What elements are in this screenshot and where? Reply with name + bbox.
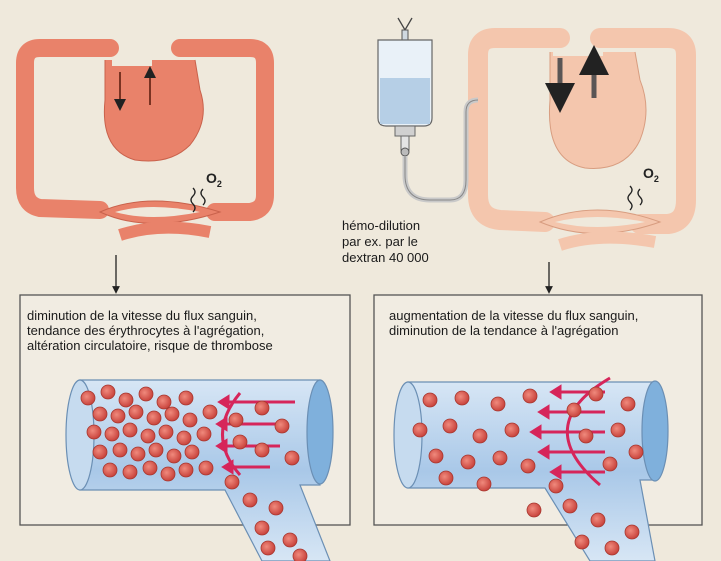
erythrocyte — [563, 499, 577, 513]
erythrocyte — [611, 423, 625, 437]
erythrocyte — [621, 397, 635, 411]
erythrocyte — [199, 461, 213, 475]
erythrocyte — [293, 549, 307, 561]
erythrocyte — [505, 423, 519, 437]
erythrocyte — [179, 391, 193, 405]
left-o2-label: O2 — [206, 170, 222, 189]
erythrocyte — [423, 393, 437, 407]
erythrocyte — [549, 479, 563, 493]
erythrocyte — [123, 465, 137, 479]
erythrocyte — [147, 411, 161, 425]
erythrocyte — [105, 427, 119, 441]
right-o2-label: O2 — [643, 165, 659, 184]
erythrocyte — [161, 467, 175, 481]
erythrocyte — [123, 423, 137, 437]
erythrocyte — [177, 431, 191, 445]
left-caption-line: diminution de la vitesse du flux sanguin… — [27, 308, 273, 323]
erythrocyte — [129, 405, 143, 419]
erythrocyte — [527, 503, 541, 517]
erythrocyte — [477, 477, 491, 491]
erythrocyte — [113, 443, 127, 457]
erythrocyte — [429, 449, 443, 463]
erythrocyte — [625, 525, 639, 539]
erythrocyte — [87, 425, 101, 439]
erythrocyte — [203, 405, 217, 419]
erythrocyte — [629, 445, 643, 459]
erythrocyte — [285, 451, 299, 465]
infusion-bottle-icon — [378, 18, 478, 200]
erythrocyte — [591, 513, 605, 527]
right-caption-line: diminution de la tendance à l'agrégation — [389, 323, 638, 338]
erythrocyte — [81, 391, 95, 405]
erythrocyte — [575, 535, 589, 549]
erythrocyte — [283, 533, 297, 547]
left-circulation — [25, 48, 265, 290]
erythrocyte — [229, 413, 243, 427]
right-caption: augmentation de la vitesse du flux sangu… — [389, 308, 638, 338]
erythrocyte — [157, 395, 171, 409]
erythrocyte — [473, 429, 487, 443]
right-caption-line: augmentation de la vitesse du flux sangu… — [389, 308, 638, 323]
erythrocyte — [255, 401, 269, 415]
erythrocyte — [455, 391, 469, 405]
erythrocyte — [101, 385, 115, 399]
infusion-label-line: hémo-dilution — [342, 218, 429, 234]
left-caption-line: tendance des érythrocytes à l'agrégation… — [27, 323, 273, 338]
erythrocyte — [139, 387, 153, 401]
erythrocyte — [143, 461, 157, 475]
erythrocyte — [149, 443, 163, 457]
erythrocyte — [179, 463, 193, 477]
erythrocyte — [119, 393, 133, 407]
erythrocyte — [521, 459, 535, 473]
erythrocyte — [225, 475, 239, 489]
infusion-label-line: par ex. par le — [342, 234, 429, 250]
erythrocyte — [243, 493, 257, 507]
right-circulation — [478, 38, 686, 290]
erythrocyte — [269, 501, 283, 515]
erythrocyte — [159, 425, 173, 439]
erythrocyte — [443, 419, 457, 433]
erythrocyte — [523, 389, 537, 403]
erythrocyte — [589, 387, 603, 401]
infusion-label: hémo-dilution par ex. par le dextran 40 … — [342, 218, 429, 266]
left-caption-line: altération circulatoire, risque de throm… — [27, 338, 273, 353]
erythrocyte — [131, 447, 145, 461]
erythrocyte — [233, 435, 247, 449]
erythrocyte — [141, 429, 155, 443]
erythrocyte — [439, 471, 453, 485]
erythrocyte — [567, 403, 581, 417]
erythrocyte — [579, 429, 593, 443]
erythrocyte — [197, 427, 211, 441]
erythrocyte — [93, 445, 107, 459]
infusion-label-line: dextran 40 000 — [342, 250, 429, 266]
right-o2-squiggle-icon — [628, 186, 632, 210]
erythrocyte — [93, 407, 107, 421]
erythrocyte — [493, 451, 507, 465]
erythrocyte — [491, 397, 505, 411]
erythrocyte — [185, 445, 199, 459]
erythrocyte — [413, 423, 427, 437]
right-heart — [549, 52, 646, 168]
erythrocyte — [183, 413, 197, 427]
erythrocyte — [605, 541, 619, 555]
left-caption: diminution de la vitesse du flux sanguin… — [27, 308, 273, 353]
erythrocyte — [103, 463, 117, 477]
erythrocyte — [111, 409, 125, 423]
erythrocyte — [603, 457, 617, 471]
erythrocyte — [255, 443, 269, 457]
erythrocyte — [275, 419, 289, 433]
erythrocyte — [255, 521, 269, 535]
erythrocyte — [461, 455, 475, 469]
erythrocyte — [165, 407, 179, 421]
erythrocyte — [167, 449, 181, 463]
erythrocyte — [261, 541, 275, 555]
